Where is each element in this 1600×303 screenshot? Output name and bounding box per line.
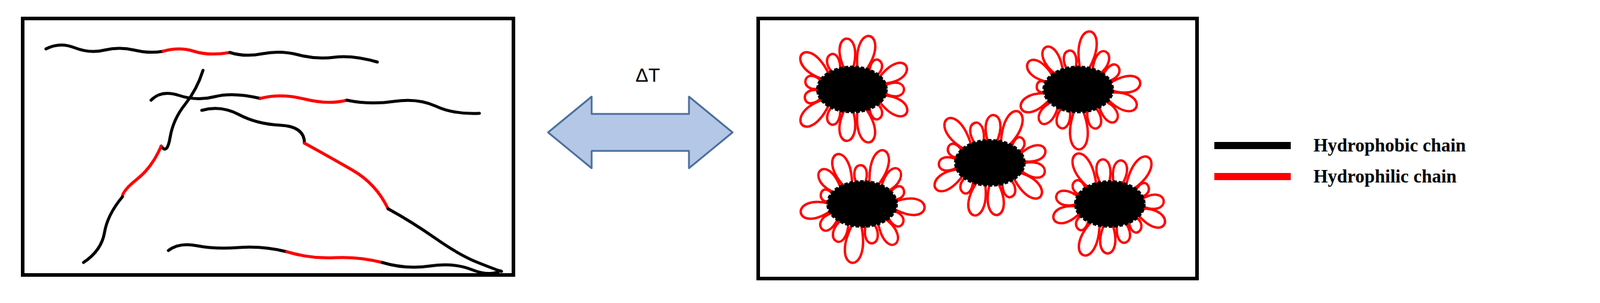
state-box bbox=[758, 18, 1198, 279]
chain-loop bbox=[985, 115, 1001, 145]
legend-swatch bbox=[1214, 173, 1291, 181]
chain-loop bbox=[1078, 220, 1100, 257]
micelle-core bbox=[1075, 181, 1145, 227]
micelle-core bbox=[827, 181, 897, 227]
legend-text: Hydrophobic chain bbox=[1313, 134, 1466, 157]
legend-swatch bbox=[1214, 142, 1291, 150]
chain-loop bbox=[832, 154, 852, 189]
hydrophilic-corona bbox=[800, 31, 1165, 264]
chain-loop bbox=[1069, 108, 1088, 150]
micelle-core bbox=[817, 66, 887, 113]
temperature-label: ΔT bbox=[635, 64, 661, 87]
legend-text: Hydrophilic chain bbox=[1313, 165, 1457, 188]
polymer-chains bbox=[45, 44, 502, 274]
chain-loop bbox=[968, 180, 986, 216]
micelle-core bbox=[955, 140, 1025, 186]
chain-loop bbox=[857, 35, 876, 73]
chain-loop bbox=[1100, 223, 1116, 254]
double-arrow bbox=[548, 96, 733, 169]
micelle-network bbox=[800, 31, 1165, 264]
state-box bbox=[22, 18, 514, 276]
micelle-core bbox=[1043, 66, 1113, 113]
hydrophobic-core bbox=[817, 66, 1145, 227]
